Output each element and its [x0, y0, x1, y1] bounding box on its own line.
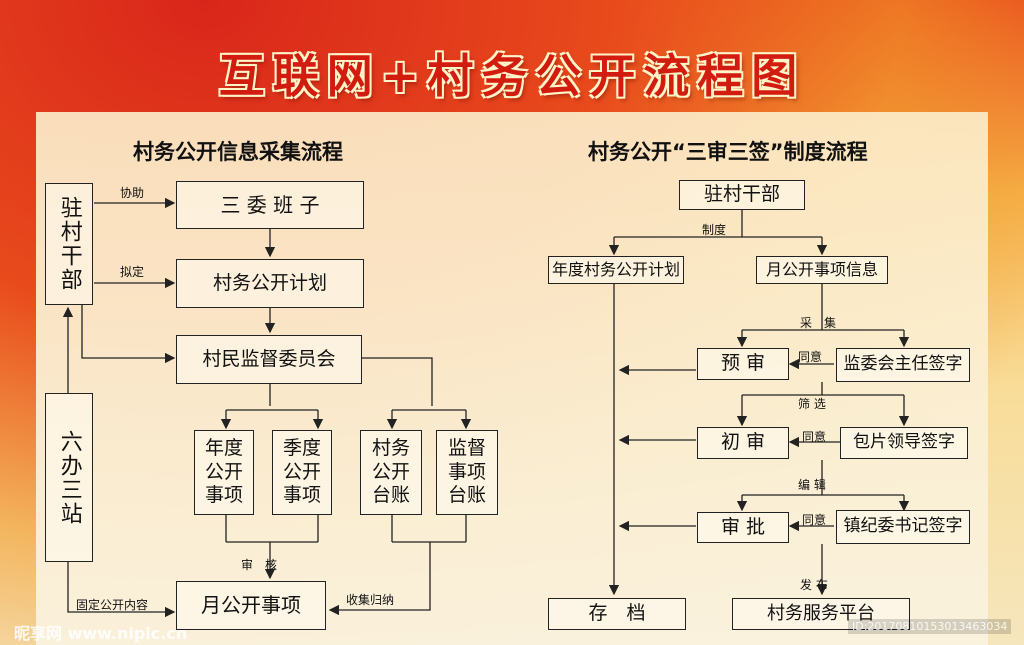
sig2-box: 包片领导签字: [840, 427, 968, 459]
chushen-box: 初 审: [697, 427, 789, 459]
label-tongyi-1: 同意: [798, 350, 823, 364]
cundang-box: 存 档: [548, 598, 686, 630]
liuban-box: 六办三站: [45, 393, 93, 562]
jiandu-box: 村民监督委员会: [176, 335, 362, 384]
yushen-box: 预 审: [697, 348, 789, 380]
left-section-title: 村务公开信息采集流程: [133, 140, 343, 164]
jiandu-taizhang-box: 监督事项台账: [436, 430, 498, 515]
label-bianji: 编 辑: [798, 478, 826, 492]
right-section-title: 村务公开“三审三签”制度流程: [588, 140, 868, 164]
watermark-site: 昵享网 www.nipic.cn: [14, 624, 188, 643]
label-xiezhu: 协助: [120, 186, 145, 200]
label-shenhe: 审 核: [241, 558, 278, 572]
label-shouji: 收集归纳: [346, 593, 395, 607]
jihua-box: 村务公开计划: [176, 259, 364, 308]
niandu-box: 年度公开事项: [194, 430, 254, 515]
label-guding: 固定公开内容: [76, 598, 149, 612]
yuegong-box: 月公开事项: [176, 581, 326, 630]
label-tongyi-3: 同意: [802, 513, 827, 527]
label-zhidu: 制度: [702, 223, 727, 237]
zhucun-box-right: 驻村干部: [679, 180, 805, 210]
niandu-jihua-box: 年度村务公开计划: [548, 256, 684, 284]
page-title: 互联网+村务公开流程图: [218, 49, 806, 103]
pingtai-box: 村务服务平台: [732, 598, 910, 630]
sig3-box: 镇纪委书记签字: [836, 510, 970, 544]
yue-xinxi-box: 月公开事项信息: [756, 256, 888, 284]
jidu-box: 季度公开事项: [272, 430, 332, 515]
zhucun-box-left: 驻村干部: [45, 183, 93, 305]
label-caiji: 采 集: [800, 316, 837, 330]
label-fabu: 发 布: [800, 578, 828, 592]
sig1-box: 监委会主任签字: [836, 348, 970, 382]
taizhang-box: 村务公开台账: [360, 430, 422, 515]
label-shaixuan: 筛 选: [798, 397, 826, 411]
label-niding: 拟定: [120, 265, 145, 279]
watermark-id: ID:20170810153013463034: [848, 619, 1012, 634]
label-tongyi-2: 同意: [802, 430, 827, 444]
shenpi-box: 审 批: [697, 512, 789, 543]
sanwei-box: 三 委 班 子: [176, 181, 364, 229]
